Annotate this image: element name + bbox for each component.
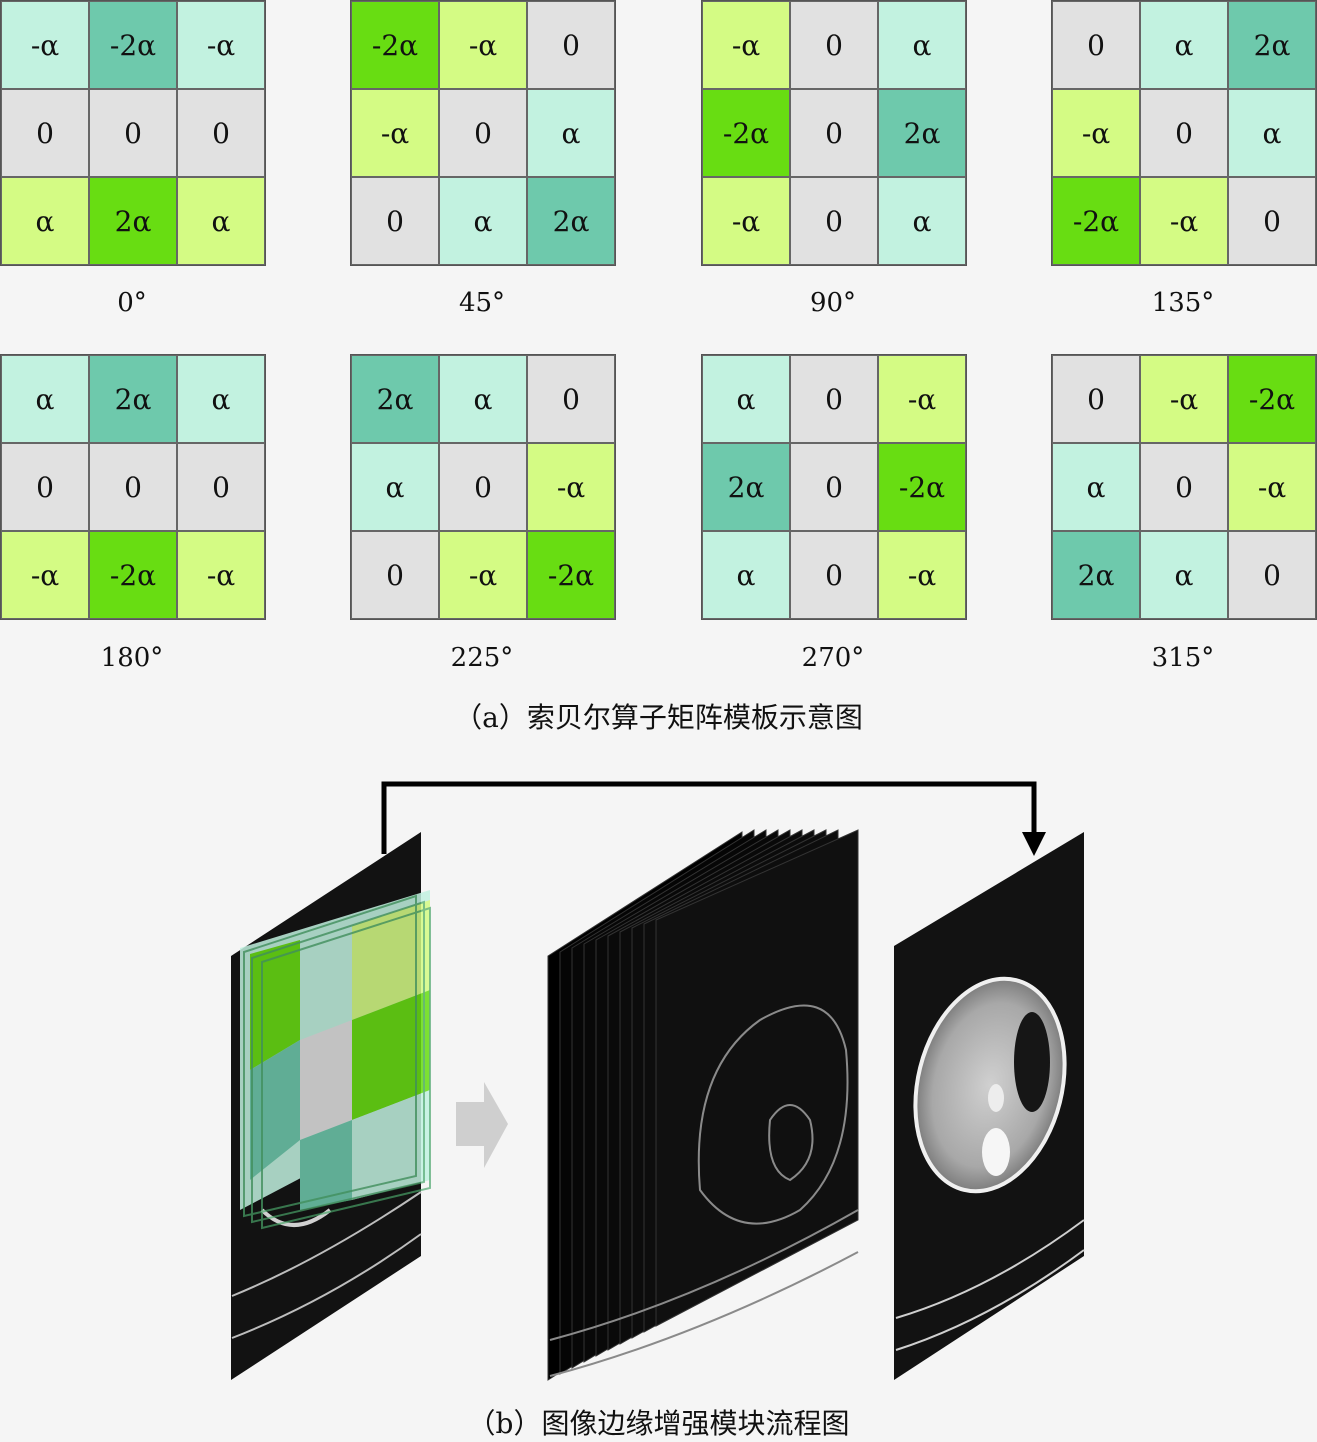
angle-label-180: 180° [100,643,164,673]
matrix-cell: 2α [89,355,177,443]
matrix-cell: -α [878,531,966,619]
matrix-cell: -2α [1228,355,1316,443]
matrix-cell: -α [702,177,790,265]
enhanced-ct-slice [894,832,1085,1380]
matrix-cell: -α [702,1,790,89]
edge-map-stack [547,829,859,1381]
angle-label-45: 45° [458,288,506,318]
matrix-cell: -α [1140,177,1228,265]
matrix-cell: 2α [878,89,966,177]
matrix-cell: 0 [527,355,615,443]
matrix-cell: 0 [439,443,527,531]
matrix-cell: 0 [790,355,878,443]
matrix-cell: -2α [1052,177,1140,265]
angle-label-90: 90° [809,288,857,318]
matrix-cell: α [1,355,89,443]
matrix-cell: -α [1228,443,1316,531]
matrix-cell: -α [439,531,527,619]
matrix-cell: α [439,177,527,265]
matrix-cell: α [351,443,439,531]
input-ct-slice [231,832,431,1380]
matrix-cell: 0 [351,531,439,619]
matrix-cell: α [1,177,89,265]
matrix-cell: -2α [351,1,439,89]
matrix-cell: α [1140,531,1228,619]
edge-enhancement-flow [0,740,1317,1438]
matrix-cell: 0 [1228,531,1316,619]
angle-label-315: 315° [1151,643,1215,673]
matrix-cell: 0 [1140,443,1228,531]
matrix-cell: -α [878,355,966,443]
matrix-cell: 2α [527,177,615,265]
matrix-cell: -α [439,1,527,89]
angle-label-270: 270° [801,643,865,673]
matrix-cell: α [1052,443,1140,531]
matrix-cell: 0 [177,443,265,531]
process-arrow [456,1082,508,1168]
matrix-cell: -2α [89,1,177,89]
matrix-cell: 2α [702,443,790,531]
matrix-cell: -α [1,1,89,89]
matrix-cell: -α [527,443,615,531]
matrix-cell: -α [1,531,89,619]
caption-a: （a）索贝尔算子矩阵模板示意图 [454,701,863,734]
matrix-cell: 2α [1052,531,1140,619]
matrix-cell: 0 [790,89,878,177]
matrix-cell: -2α [878,443,966,531]
matrix-cell: -2α [527,531,615,619]
matrix-cell: 0 [1228,177,1316,265]
matrix-cell: 2α [89,177,177,265]
skip-arrow [381,781,1046,856]
matrix-cell: 0 [89,443,177,531]
matrix-cell: α [177,177,265,265]
matrix-cell: 0 [351,177,439,265]
angle-label-0: 0° [117,288,147,318]
matrix-cell: α [878,1,966,89]
matrix-cell: α [439,355,527,443]
matrix-cell: 0 [89,89,177,177]
angle-label-225: 225° [450,643,514,673]
matrix-cell: -α [177,531,265,619]
filter-template-stack [240,890,431,1230]
matrix-cell: 0 [1052,355,1140,443]
angle-label-135: 135° [1151,288,1215,318]
matrix-cell: -2α [702,89,790,177]
matrix-cell: α [527,89,615,177]
matrix-cell: 0 [1140,89,1228,177]
matrix-cell: 0 [527,1,615,89]
matrix-cell: 2α [351,355,439,443]
matrix-cell: α [878,177,966,265]
matrix-cell: -α [351,89,439,177]
matrix-cell: 0 [790,531,878,619]
matrix-cell: α [702,355,790,443]
matrix-cell: 0 [1,89,89,177]
matrix-cell: 0 [177,89,265,177]
matrix-cell: -α [177,1,265,89]
matrix-cell: -α [1052,89,1140,177]
matrix-cell: α [1140,1,1228,89]
matrix-cell: α [1228,89,1316,177]
flow-diagram-svg [231,781,1085,1381]
matrix-cell: 0 [439,89,527,177]
matrix-cell: 2α [1228,1,1316,89]
matrix-cell: α [702,531,790,619]
matrix-cell: 0 [1,443,89,531]
matrix-cell: 0 [790,1,878,89]
caption-b: （b）图像边缘增强模块流程图 [467,1407,850,1440]
matrix-cell: α [177,355,265,443]
matrix-cell: 0 [790,177,878,265]
matrix-cell: 0 [1052,1,1140,89]
matrix-cell: -α [1140,355,1228,443]
matrix-cell: -2α [89,531,177,619]
matrix-cell: 0 [790,443,878,531]
